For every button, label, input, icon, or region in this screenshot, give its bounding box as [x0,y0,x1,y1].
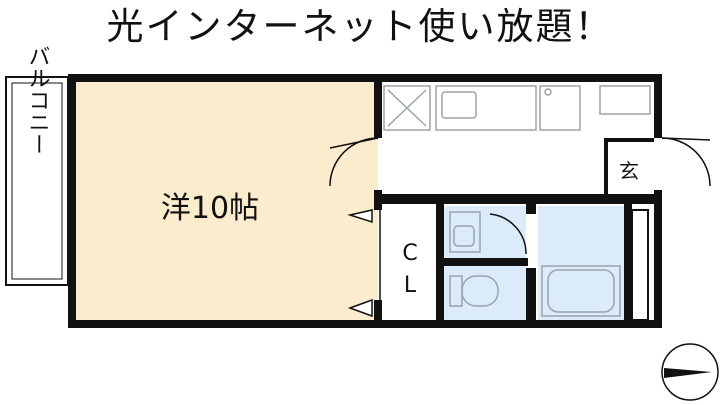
wall-entrance-top [604,138,654,142]
balcony-inner-line [11,82,63,280]
wall-partition-upper [374,80,382,138]
closet-label-l: L [404,273,417,298]
walls [68,74,662,328]
washbasin [449,211,527,255]
wall-bottom [68,320,662,328]
western-room-label: 洋10帖 [161,191,259,226]
stove [383,85,431,131]
bathtub [541,265,621,317]
entrance-label: 玄 [619,159,639,183]
fridge-space [539,85,581,131]
washer-space [599,85,651,115]
wall-right-lower [654,190,662,328]
wall-top [68,74,662,82]
toilet-floor [444,266,526,322]
wall-wash-toilet [444,258,528,266]
balcony-label: バルコニー [25,45,50,155]
kitchen-fixtures [383,85,651,131]
sink-counter [435,85,537,131]
closet-door [347,209,381,318]
headline: 光インターネット使い放題！ [106,5,614,48]
balcony [5,76,83,286]
balcony-outline [5,76,69,286]
wall-bath-right [624,204,632,324]
closet-label-c: C [402,241,417,266]
wall-wash-corner [526,204,536,214]
wall-toilet-right [526,268,536,324]
wall-kitchen-bottom [374,194,662,204]
room-door [329,137,379,187]
north-arrow-icon [661,343,719,401]
wall-right-upper [654,74,662,138]
sink [441,91,477,119]
washbasin-floor [444,206,526,260]
wall-partition-lower [374,300,382,324]
toilet [449,275,499,307]
wall-closet-right [436,204,444,324]
wall-entrance-left [604,138,608,194]
entrance-door [661,137,711,187]
bathroom-floor [538,206,624,322]
pipe-shaft [631,209,649,321]
wall-left [68,74,76,328]
western-room-floor [74,80,378,326]
